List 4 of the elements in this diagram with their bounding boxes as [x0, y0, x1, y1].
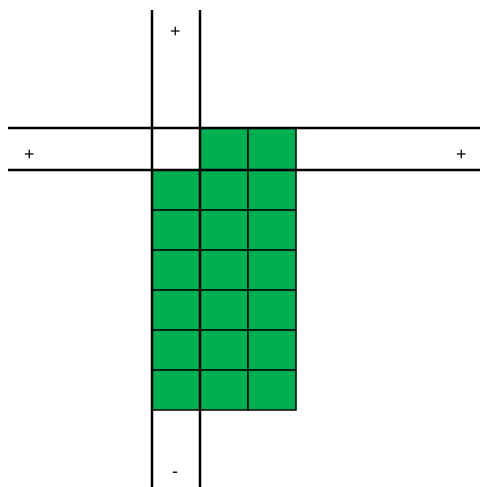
sign-label: + [170, 22, 181, 40]
sign-label: - [172, 462, 178, 480]
sign-label: + [24, 145, 35, 163]
sign-label: + [456, 145, 467, 163]
